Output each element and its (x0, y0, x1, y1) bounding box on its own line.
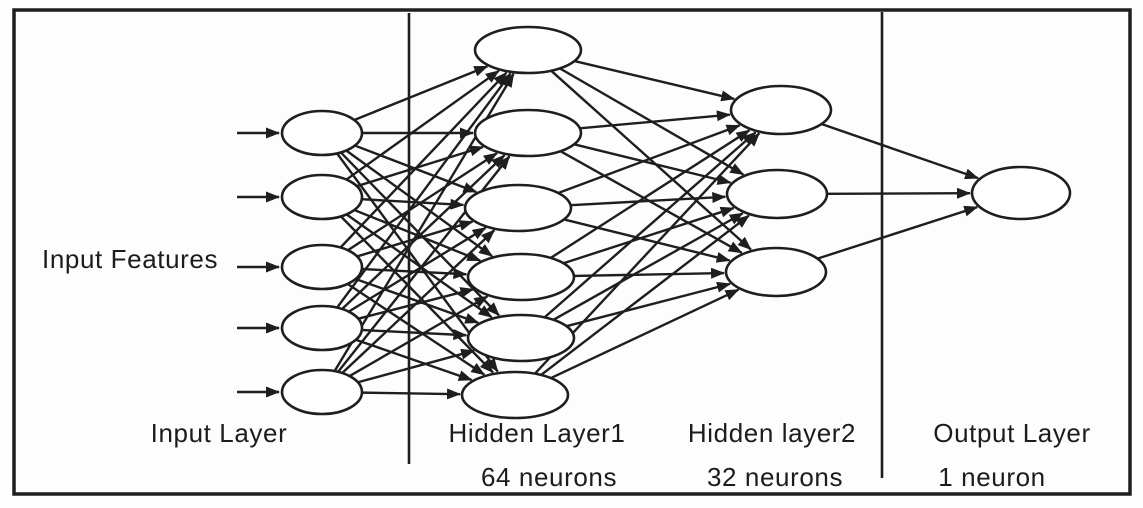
connection-arrow (361, 388, 462, 400)
neuron-input-1 (280, 109, 364, 157)
connection-arrow (356, 145, 484, 188)
connection-arrow (552, 212, 744, 321)
connection-arrow (563, 206, 735, 265)
connection-arrow (540, 214, 750, 376)
connection-arrow (347, 152, 498, 252)
connection-arrow (336, 72, 512, 309)
neuron-hidden2-3 (724, 246, 828, 298)
neuron-hidden2-1 (729, 84, 833, 136)
connection-arrow (361, 328, 468, 341)
neuron-hidden1-3 (463, 183, 573, 233)
connection-arrow (550, 288, 740, 380)
neuron-hidden2-2 (725, 168, 829, 220)
label-hidden-layer1-neurons: 64 neurons (480, 462, 618, 492)
label-hidden-layer1: Hidden Layer1 (448, 418, 626, 448)
label-output-layer-neurons: 1 neuron (938, 462, 1046, 492)
connection-arrow (543, 131, 757, 319)
label-input-layer: Input Layer (150, 418, 288, 448)
connection-arrow (579, 110, 731, 130)
connection-arrow (826, 187, 972, 199)
connection-arrow (817, 205, 979, 260)
neuron-input-3 (280, 243, 364, 291)
label-hidden-layer2: Hidden layer2 (687, 418, 857, 448)
label-hidden-layer2-neurons: 32 neurons (706, 462, 844, 492)
connection-arrow (574, 59, 736, 102)
figure-border (12, 8, 1132, 496)
neuron-input-5 (280, 368, 364, 416)
connection-arrow (563, 218, 731, 263)
neuron-hidden1-1 (473, 25, 583, 75)
neuron-input-4 (280, 304, 364, 352)
neuron-hidden1-2 (473, 108, 583, 158)
connection-arrow (550, 129, 751, 259)
neuron-input-2 (280, 173, 364, 221)
neuron-hidden1-5 (466, 313, 576, 363)
connection-arrow (573, 143, 732, 185)
connection-arrow (361, 198, 465, 210)
connection-arrow (355, 277, 480, 324)
connection-arrow (570, 192, 727, 207)
connection-arrow (341, 229, 496, 374)
neuron-hidden1-4 (466, 252, 576, 302)
connection-arrow (353, 65, 489, 122)
connection-arrow (550, 69, 752, 251)
connection-arrow (566, 281, 732, 328)
neuron-output-1 (970, 165, 1072, 221)
label-output-layer: Output Layer (933, 418, 1091, 448)
label-input-features: Input Features (42, 244, 219, 274)
connection-arrow (573, 267, 726, 279)
connection-arrow (821, 122, 980, 180)
connection-arrow (341, 154, 506, 310)
connection-arrow (357, 348, 476, 384)
connection-arrow (345, 213, 493, 319)
connection-arrow (355, 338, 473, 382)
connection-arrow (348, 226, 487, 313)
connection-arrow (345, 69, 500, 181)
connection-arrow (557, 124, 741, 195)
connection-arrow (348, 295, 489, 378)
connection-arrow (340, 215, 494, 374)
connection-arrow (339, 71, 508, 249)
neuron-hidden1-6 (460, 370, 570, 420)
